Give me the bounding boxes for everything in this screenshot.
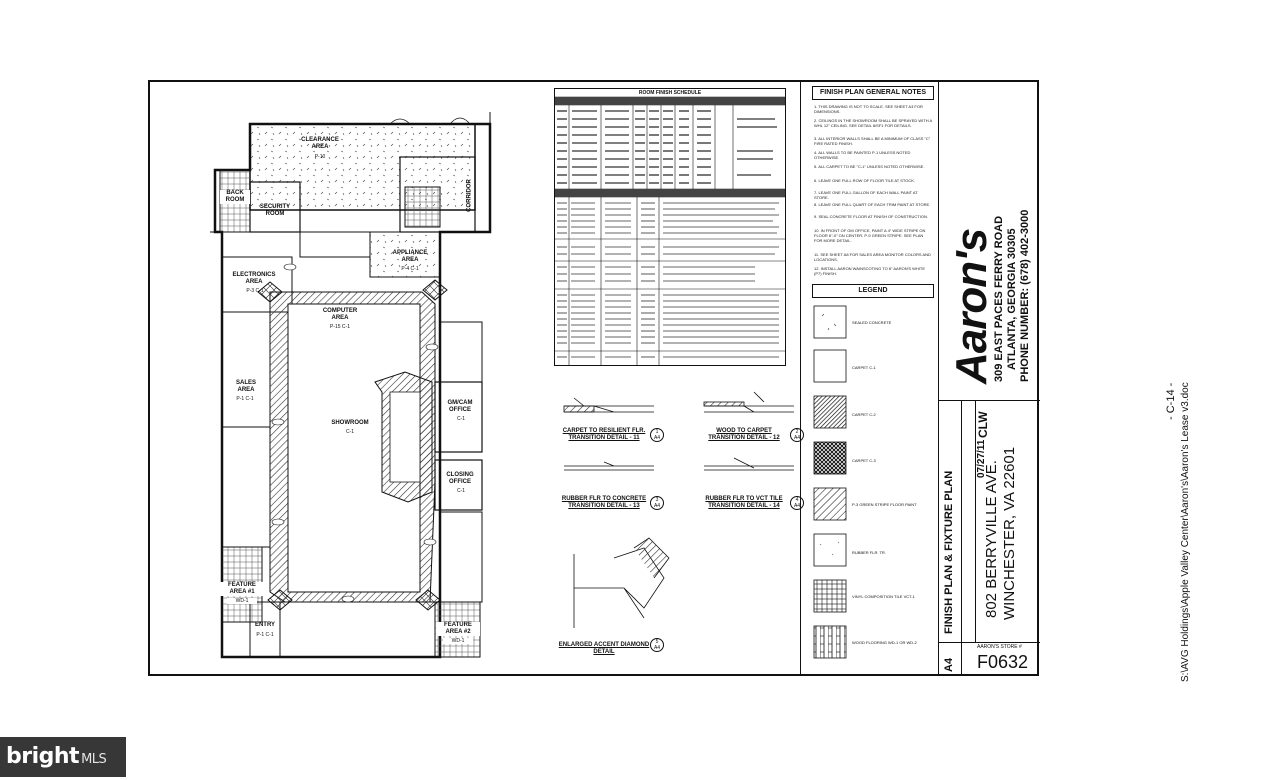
detail-1-sheet: A4 bbox=[653, 435, 661, 441]
room-clearance-tag: P-10 bbox=[314, 154, 326, 160]
room-corridor: CORRIDOR bbox=[466, 179, 473, 212]
legend-label: WOOD FLOORING WD-1 OR WD-2 bbox=[852, 640, 917, 645]
title-block-column bbox=[975, 400, 976, 642]
details-drawing bbox=[563, 391, 794, 628]
drawn-by: CLW bbox=[976, 411, 990, 438]
legend-label: CARPET C-1 bbox=[852, 365, 876, 370]
legend-label: RUBBER FLR. TR. bbox=[852, 550, 886, 555]
detail-3-sheet: A4 bbox=[653, 503, 661, 509]
legend-title: LEGEND bbox=[812, 284, 934, 298]
note-item: 11. SEE SHEET A8 FOR SALES AREA MONITOR … bbox=[814, 252, 931, 262]
detail-2-sheet: A4 bbox=[793, 435, 801, 441]
note-item: 9. SEAL CONCRETE FLOOR AT FINISH OF CONS… bbox=[814, 214, 928, 219]
room-electronics: ELECTRONICS AREA bbox=[232, 272, 276, 285]
detail-4-num: 4 bbox=[795, 497, 799, 503]
room-gm-office: GM/CAM OFFICE bbox=[447, 400, 473, 413]
room-showroom-tag: C-1 bbox=[345, 429, 355, 435]
legend-label: P-3 GREEN STRIPE FLOOR PAINT bbox=[852, 502, 917, 507]
note-item: 12. INSTALL AARON WAINSCOTING TO 6" AARO… bbox=[814, 266, 926, 276]
room-feature-2-tag: WD-1 bbox=[443, 638, 473, 644]
sheet-number: A4 bbox=[943, 657, 955, 672]
title-block-divider bbox=[939, 642, 1040, 643]
watermark-suffix: MLS bbox=[81, 752, 107, 767]
legend-label: SEALED CONCRETE bbox=[852, 320, 892, 325]
detail-5-num: 5 bbox=[655, 639, 659, 645]
room-electronics-tag: P-3 C-1 bbox=[246, 288, 264, 294]
room-computer-tag: P-15 C-1 bbox=[329, 324, 350, 330]
transition-details: CARPET TO RESILIENT FLR. TRANSITION DETA… bbox=[554, 378, 804, 668]
watermark-brand: bright bbox=[6, 744, 80, 769]
detail-3-title: RUBBER FLR TO CONCRETE TRANSITION DETAIL… bbox=[561, 496, 647, 509]
file-path: S:\AVG Holdings\Apple Valley Center\Aaro… bbox=[1180, 382, 1191, 682]
brand-logo: Aaron's bbox=[947, 228, 996, 384]
detail-5-title: ENLARGED ACCENT DIAMOND DETAIL bbox=[558, 642, 650, 655]
detail-2-title: WOOD TO CARPET TRANSITION DETAIL - 12 bbox=[708, 428, 780, 441]
room-clearance: CLEARANCE AREA bbox=[301, 137, 339, 150]
schedule-title: ROOM FINISH SCHEDULE bbox=[638, 90, 702, 96]
room-feature-1: FEATURE AREA #1 bbox=[220, 582, 264, 596]
room-closing-office: CLOSING OFFICE bbox=[446, 472, 474, 485]
notes-divider bbox=[800, 82, 801, 676]
notes-title: FINISH PLAN GENERAL NOTES bbox=[812, 86, 934, 100]
note-item: 8. LEAVE ONE FULL QUART OF EACH TRIM PAI… bbox=[814, 202, 931, 207]
room-feature-1-tag: WD-1 bbox=[227, 598, 257, 604]
note-item: 5. ALL CARPET TO BE "C-1" UNLESS NOTED O… bbox=[814, 164, 925, 169]
schedule-grid bbox=[555, 96, 785, 365]
note-item: 6. LEAVE ONE FULL ROW OF FLOOR TILE AT S… bbox=[814, 178, 916, 183]
note-item: 1. THIS DRAWING IS NOT TO SCALE. SEE SHE… bbox=[814, 104, 923, 114]
detail-5-sheet: A4 bbox=[653, 645, 661, 651]
room-appliance-tag: P-4 C-1 bbox=[401, 266, 419, 272]
site-address-1: 802 BERRYVILLE AVE. bbox=[983, 460, 1000, 618]
room-sales-tag: P-1 C-1 bbox=[236, 396, 254, 402]
room-appliance: APPLIANCE AREA bbox=[392, 250, 428, 263]
detail-4-title: RUBBER FLR TO VCT TILE TRANSITION DETAIL… bbox=[705, 496, 783, 509]
note-item: 3. ALL INTERIOR WALLS SHALL BE A MINIMUM… bbox=[814, 136, 931, 146]
page-label: - C-14 - bbox=[1165, 382, 1177, 420]
title-block-divider bbox=[939, 400, 1040, 401]
room-gm-office-tag: C-1 bbox=[456, 416, 466, 422]
sheet-title: FINISH PLAN & FIXTURE PLAN bbox=[943, 470, 955, 634]
room-finish-schedule: ROOM FINISH SCHEDULE bbox=[554, 88, 786, 366]
room-security: SECURITY ROOM bbox=[259, 204, 291, 217]
note-item: 4. ALL WALLS TO BE PAINTED P-1 UNLESS NO… bbox=[814, 150, 911, 160]
title-block: Aaron's 309 EAST PACES FERRY ROAD ATLANT… bbox=[938, 82, 1040, 676]
note-item: 2. CEILINGS IN THE SHOWROOM SHALL BE SPR… bbox=[814, 118, 932, 128]
brand-address-1: 309 EAST PACES FERRY ROAD bbox=[993, 215, 1005, 382]
room-showroom: SHOWROOM bbox=[331, 420, 369, 426]
legend-swatches bbox=[813, 305, 847, 659]
store-label: AARON'S STORE # bbox=[977, 644, 1022, 650]
site-address-2: WINCHESTER, VA 22601 bbox=[1001, 446, 1018, 620]
brand-phone: PHONE NUMBER: (678) 402-3000 bbox=[1019, 209, 1031, 382]
note-item: 7. LEAVE ONE FULL GALLON OF EACH WALL PA… bbox=[814, 190, 918, 200]
detail-3-num: 3 bbox=[655, 497, 659, 503]
room-closing-office-tag: C-1 bbox=[456, 488, 466, 494]
store-number: F0632 bbox=[977, 652, 1029, 672]
brand-address-2: ATLANTA, GEORGIA 30305 bbox=[1006, 228, 1018, 370]
room-entry: ENTRY bbox=[254, 622, 276, 628]
detail-2-num: 2 bbox=[795, 429, 799, 435]
room-entry-tag: P-1 C-1 bbox=[256, 632, 274, 638]
room-feature-2: FEATURE AREA #2 bbox=[436, 622, 480, 636]
legend-label: VINYL COMPOSITION TILE VCT-1 bbox=[852, 594, 915, 599]
legend-label: CARPET C-3 bbox=[852, 458, 876, 463]
detail-1-num: 1 bbox=[655, 429, 659, 435]
title-block-column bbox=[961, 400, 962, 676]
floor-plan-drawing bbox=[210, 112, 492, 659]
detail-4-sheet: A4 bbox=[793, 503, 801, 509]
legend-label: CARPET C-2 bbox=[852, 412, 876, 417]
room-backroom: BACK ROOM bbox=[220, 190, 250, 204]
floor-plan: CLEARANCE AREA P-10 SECURITY ROOM BACK R… bbox=[150, 82, 550, 676]
detail-1-title: CARPET TO RESILIENT FLR. TRANSITION DETA… bbox=[562, 428, 646, 441]
room-computer: COMPUTER AREA bbox=[322, 308, 358, 321]
drawing-sheet: CLEARANCE AREA P-10 SECURITY ROOM BACK R… bbox=[148, 80, 1040, 676]
room-sales: SALES AREA bbox=[235, 380, 256, 393]
note-item: 10. IN FRONT OF GM OFFICE, PAINT A 4" WI… bbox=[814, 228, 926, 243]
